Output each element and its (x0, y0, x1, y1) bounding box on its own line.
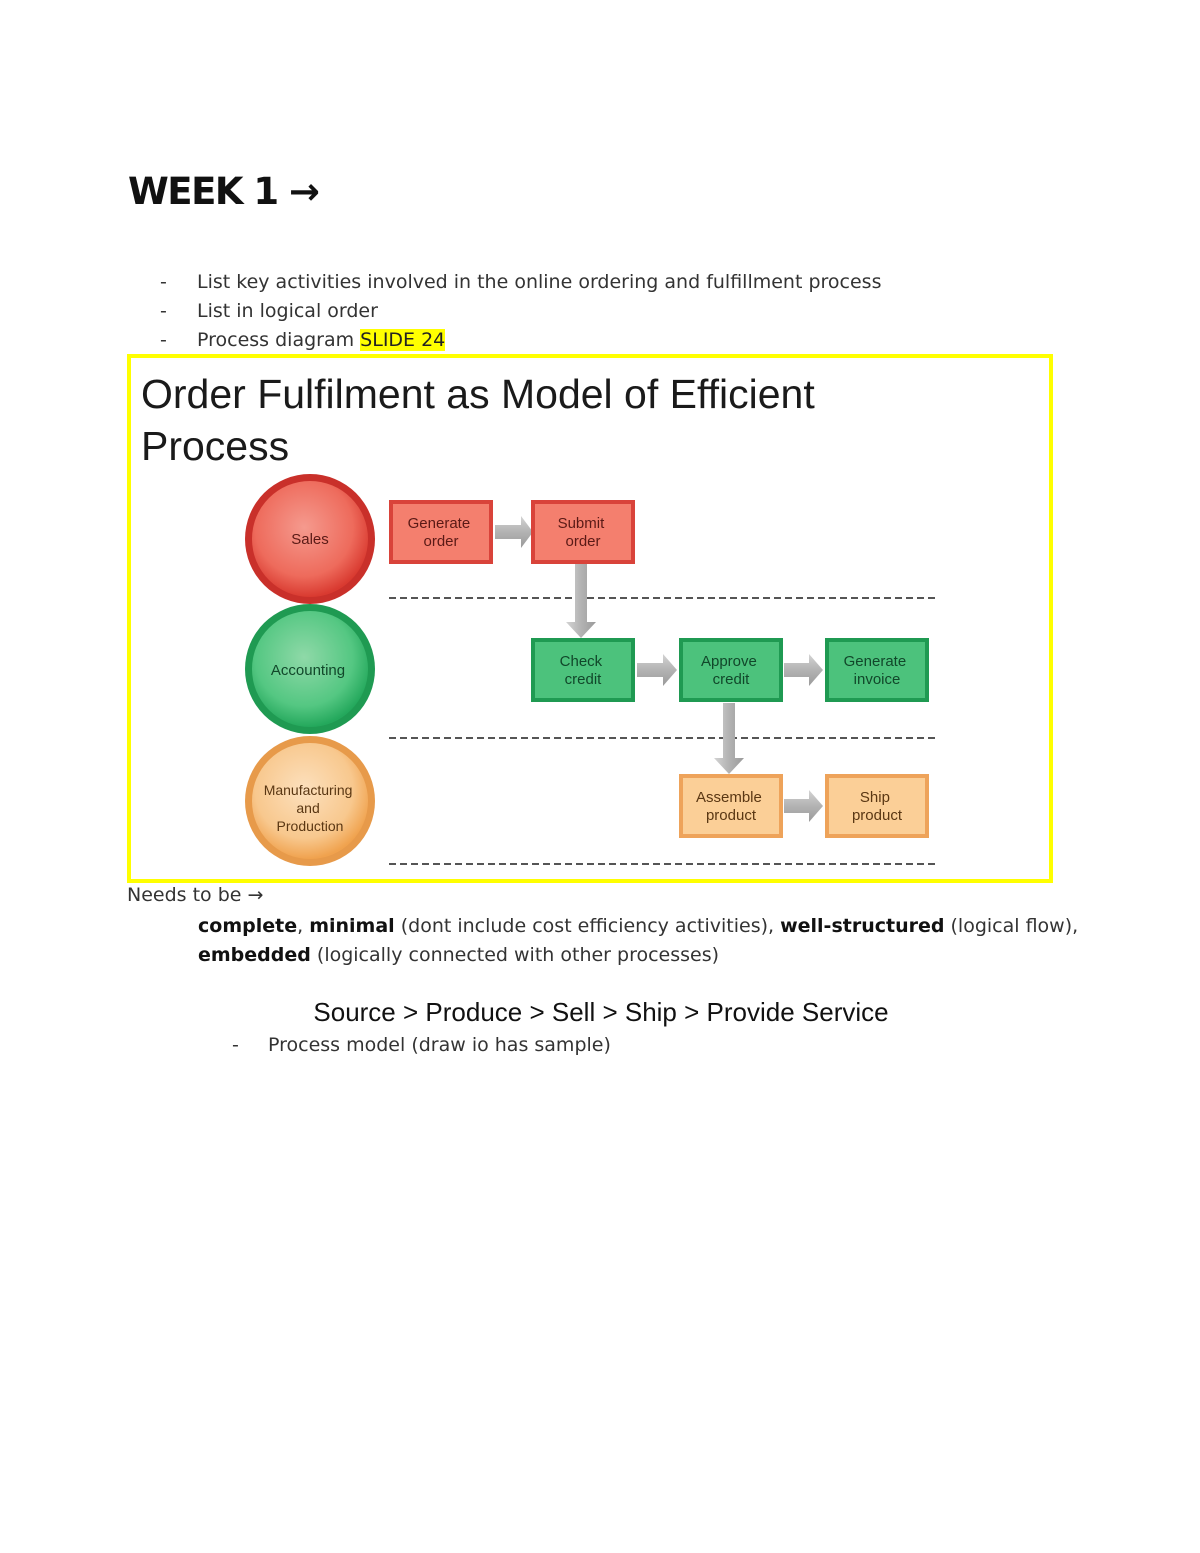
slide-title: Order Fulfilment as Model of Efficient P… (141, 371, 815, 469)
lane-manufacturing-label-2: and (296, 800, 319, 816)
step-label: Submit (558, 515, 606, 532)
process-diagram-slide: Order Fulfilment as Model of Efficient P… (127, 354, 1053, 883)
step-generate-order: Generate order (389, 500, 493, 564)
criterion-complete: complete (198, 915, 298, 937)
value-chain-text: Source > Produce > Sell > Ship > Provide… (313, 997, 889, 1027)
lane-manufacturing-label-3: Production (277, 818, 344, 834)
week-heading: WEEK 1 → (128, 170, 320, 213)
task-list: - List key activities involved in the onl… (160, 268, 881, 355)
step-label: Generate (408, 515, 471, 532)
svg-text:Manufacturing and: Manufacturing and Production (264, 782, 357, 834)
criteria-line-2: embedded (logically connected with other… (198, 941, 1078, 970)
step-label: invoice (854, 671, 901, 688)
criterion-embedded-note: (logically connected with other processe… (316, 944, 720, 966)
criterion-embedded: embedded (198, 944, 311, 966)
criterion-minimal-note: (dont include cost efficiency activities… (400, 915, 775, 937)
lane-sales: Sales (245, 474, 375, 604)
list-item-text: Process diagram (197, 329, 355, 351)
step-label: product (706, 807, 757, 824)
step-approve-credit: Approve credit (679, 638, 783, 702)
criteria-line-1: complete, minimal (dont include cost eff… (198, 912, 1078, 941)
criterion-minimal: minimal (309, 915, 395, 937)
svg-text:Generate invoice: Generate invoice (844, 653, 911, 688)
step-label: Approve (701, 653, 757, 670)
criterion-well-structured-note: (logical flow), (950, 915, 1079, 937)
step-label: credit (713, 671, 751, 688)
step-check-credit: Check credit (531, 638, 635, 702)
bullet-dash: - (160, 329, 167, 351)
step-submit-order: Submit order (531, 500, 635, 564)
slide-reference-highlight: SLIDE 24 (360, 329, 446, 351)
list-item: - List in logical order (160, 297, 881, 326)
list-item: - Process diagram SLIDE 24 (160, 326, 881, 355)
criterion-well-structured: well-structured (780, 915, 945, 937)
lane-accounting-label: Accounting (271, 662, 345, 679)
separator: , (297, 915, 304, 937)
step-label: product (852, 807, 903, 824)
list-item: - List key activities involved in the onl… (160, 268, 881, 297)
sub-list-item: - Process model (draw io has sample) (232, 1034, 611, 1056)
step-label: credit (565, 671, 603, 688)
svg-text:Ship product: Ship product (852, 789, 903, 824)
arrow-right (784, 790, 823, 822)
arrow-down (566, 564, 596, 638)
svg-text:Submit order: Submit order (558, 515, 609, 550)
sub-list-item-text: Process model (draw io has sample) (268, 1034, 611, 1056)
needs-label: Needs to be → (127, 884, 264, 906)
step-label: Ship (860, 789, 890, 806)
criteria-text: complete, minimal (dont include cost eff… (198, 912, 1078, 970)
step-assemble-product: Assemble product (679, 774, 783, 838)
lane-manufacturing: Manufacturing and Production (245, 736, 375, 866)
list-item-text: List in logical order (197, 300, 378, 322)
order-fulfilment-diagram: Sales Accounting Manufacturing and Produ… (245, 474, 939, 866)
svg-text:Check credit: Check credit (560, 653, 607, 688)
step-label: order (423, 533, 458, 550)
arrow-right (637, 654, 677, 686)
value-chain-flow: Source > Produce > Sell > Ship > Provide… (0, 997, 1200, 1028)
flow-arrows (495, 516, 823, 822)
lane-accounting: Accounting (245, 604, 375, 734)
bullet-dash: - (160, 300, 167, 322)
step-label: Generate (844, 653, 907, 670)
step-label: Assemble (696, 789, 762, 806)
svg-text:Assemble product: Assemble product (696, 789, 766, 824)
svg-text:Generate order: Generate order (408, 515, 475, 550)
bullet-dash: - (160, 271, 167, 293)
arrow-right (784, 654, 823, 686)
lane-sales-label: Sales (291, 531, 329, 548)
step-label: Check (560, 653, 603, 670)
svg-text:Approve credit: Approve credit (701, 653, 761, 688)
arrow-right (495, 516, 533, 548)
step-ship-product: Ship product (825, 774, 929, 838)
list-item-text: List key activities involved in the onli… (197, 271, 882, 293)
step-generate-invoice: Generate invoice (825, 638, 929, 702)
step-label: order (565, 533, 600, 550)
lane-manufacturing-label-1: Manufacturing (264, 782, 353, 798)
bullet-dash: - (232, 1034, 239, 1056)
arrow-down (714, 703, 744, 774)
